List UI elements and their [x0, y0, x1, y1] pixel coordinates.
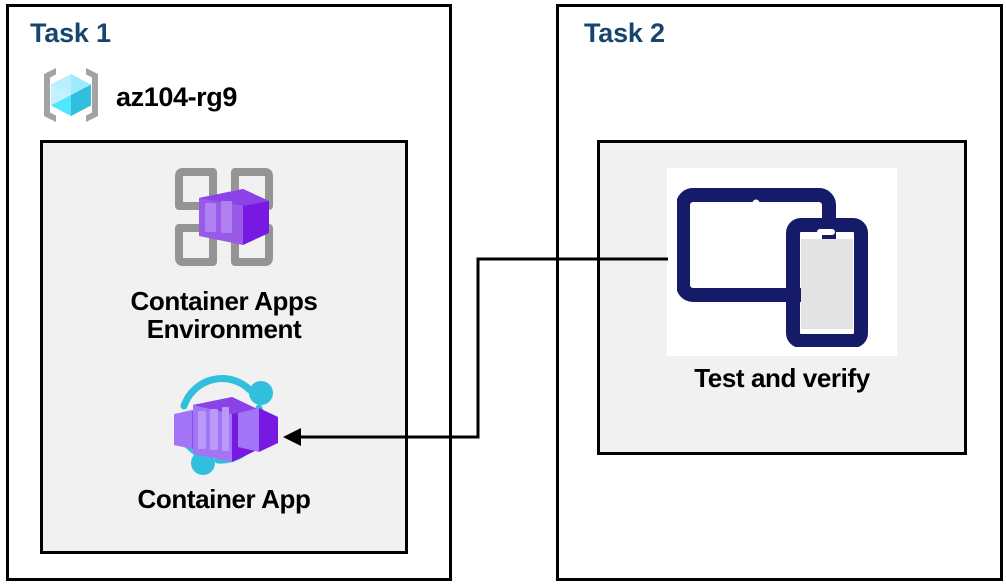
devices-icon — [667, 168, 897, 356]
container-apps-environment-label: Container Apps Environment — [130, 286, 318, 345]
resource-group-row: az104-rg9 — [36, 62, 237, 132]
container-app-label: Container App — [137, 484, 311, 514]
resource-group-icon — [36, 60, 106, 135]
task-1-title: Task 1 — [30, 18, 111, 48]
node-test-and-verify: Test and verify — [597, 168, 967, 392]
task-2-title: Task 2 — [584, 18, 665, 48]
container-apps-environment-icon — [165, 158, 283, 281]
test-and-verify-label: Test and verify — [694, 363, 870, 393]
node-container-apps-environment: Container Apps Environment — [40, 158, 408, 343]
resource-group-name: az104-rg9 — [116, 81, 237, 112]
node-container-app: Container App — [40, 372, 408, 513]
container-app-icon — [162, 372, 286, 481]
